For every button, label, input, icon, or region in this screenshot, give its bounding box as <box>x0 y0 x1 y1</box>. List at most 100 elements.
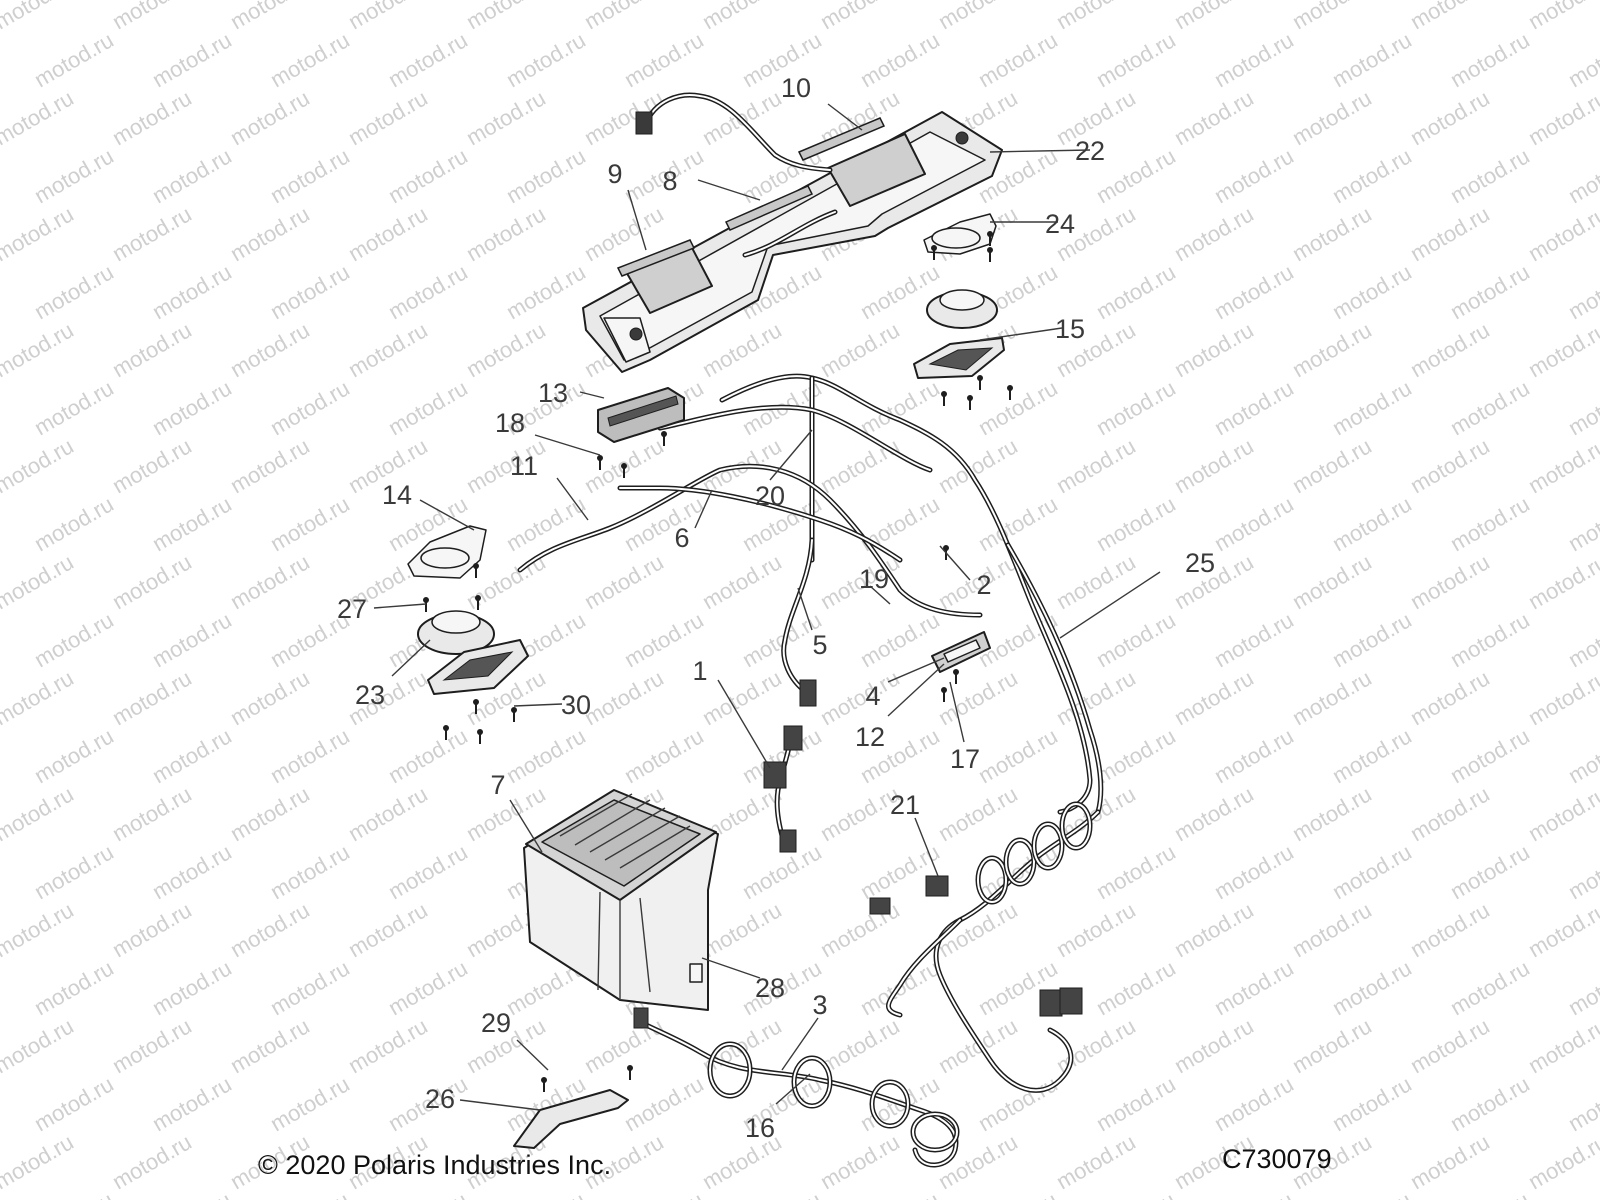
watermark-text: motod.ru <box>580 1013 668 1078</box>
watermark-text: motod.ru <box>738 1187 826 1200</box>
watermark-text: motod.ru <box>1406 0 1494 34</box>
watermark-text: motod.ru <box>1052 433 1140 498</box>
watermark-text: motod.ru <box>1288 549 1376 614</box>
callout-23: 23 <box>355 680 385 710</box>
callout-16: 16 <box>745 1113 775 1143</box>
watermark-text: motod.ru <box>1564 259 1600 324</box>
watermark-text: motod.ru <box>1564 375 1600 440</box>
callout-21: 21 <box>890 790 920 820</box>
latch-28 <box>689 963 703 983</box>
screw-head-icon <box>1007 385 1013 391</box>
watermark-text: motod.ru <box>108 433 196 498</box>
watermark-text: motod.ru <box>1328 259 1416 324</box>
watermark-text: motod.ru <box>1092 1071 1180 1136</box>
watermark-text: motod.ru <box>1092 607 1180 672</box>
callout-19: 19 <box>859 564 889 594</box>
screw-head-icon <box>967 395 973 401</box>
watermark-text: motod.ru <box>1446 27 1534 92</box>
callout-15: 15 <box>1055 314 1085 344</box>
watermark-text: motod.ru <box>1210 27 1298 92</box>
screws <box>423 231 1013 1092</box>
watermark-text: motod.ru <box>384 27 472 92</box>
watermark-text: motod.ru <box>502 491 590 556</box>
watermark-text: motod.ru <box>384 723 472 788</box>
watermark-text: motod.ru <box>1524 433 1600 498</box>
watermark-text: motod.ru <box>1092 375 1180 440</box>
callout-14: 14 <box>382 480 412 510</box>
watermark-text: motod.ru <box>1052 1129 1140 1194</box>
screw-head-icon <box>987 231 993 237</box>
watermark-text: motod.ru <box>1052 0 1140 34</box>
watermark-text: motod.ru <box>226 665 314 730</box>
watermark-text: motod.ru <box>1288 201 1376 266</box>
watermark-text: motod.ru <box>974 723 1062 788</box>
watermark-text: motod.ru <box>266 143 354 208</box>
callout-6: 6 <box>674 523 689 553</box>
trim-strip-8 <box>724 185 814 231</box>
watermark-text: motod.ru <box>1170 665 1258 730</box>
watermark-text: motod.ru <box>1210 1187 1298 1200</box>
watermark-text: motod.ru <box>148 259 236 324</box>
watermark-text: motod.ru <box>698 0 786 34</box>
screw-head-icon <box>511 707 517 713</box>
watermark-text: motod.ru <box>148 607 236 672</box>
watermark-text: motod.ru <box>344 201 432 266</box>
watermark-text: motod.ru <box>1564 491 1600 556</box>
watermark-text: motod.ru <box>620 27 708 92</box>
watermark-text: motod.ru <box>226 549 314 614</box>
watermark-text: motod.ru <box>1288 665 1376 730</box>
watermark-text: motod.ru <box>816 665 904 730</box>
watermark-text: motod.ru <box>1170 85 1258 150</box>
watermark-text: motod.ru <box>1406 201 1494 266</box>
callout-18: 18 <box>495 408 525 438</box>
watermark-text: motod.ru <box>1446 259 1534 324</box>
watermark-text: motod.ru <box>266 723 354 788</box>
watermark-text: motod.ru <box>1092 259 1180 324</box>
callout-1: 1 <box>692 656 707 686</box>
watermark-text: motod.ru <box>462 85 550 150</box>
watermark-text: motod.ru <box>1446 955 1534 1020</box>
screw-head-icon <box>473 563 479 569</box>
watermark-text: motod.ru <box>1170 317 1258 382</box>
watermark-text: motod.ru <box>148 375 236 440</box>
watermark-text: motod.ru <box>0 897 78 962</box>
callout-22: 22 <box>1075 136 1105 166</box>
module-13 <box>597 387 685 443</box>
trim-strip-9 <box>616 239 696 277</box>
watermark-text: motod.ru <box>266 955 354 1020</box>
callout-13: 13 <box>538 378 568 408</box>
callout-5: 5 <box>812 630 827 660</box>
watermark-text: motod.ru <box>620 1071 708 1136</box>
callout-25: 25 <box>1185 548 1215 578</box>
screw-head-icon <box>597 455 603 461</box>
watermark-text: motod.ru <box>108 781 196 846</box>
watermark-text: motod.ru <box>1288 781 1376 846</box>
watermark-text: motod.ru <box>1052 665 1140 730</box>
watermark-text: motod.ru <box>226 1013 314 1078</box>
watermark-text: motod.ru <box>1170 781 1258 846</box>
watermark-text: motod.ru <box>974 1071 1062 1136</box>
watermark-text: motod.ru <box>344 85 432 150</box>
watermark-text: motod.ru <box>266 839 354 904</box>
watermark-text: motod.ru <box>226 781 314 846</box>
watermark-text: motod.ru <box>462 201 550 266</box>
screw-head-icon <box>931 245 937 251</box>
screw-head-icon <box>627 1065 633 1071</box>
watermark-text: motod.ru <box>1288 897 1376 962</box>
watermark-text: motod.ru <box>108 897 196 962</box>
watermark-text: motod.ru <box>384 839 472 904</box>
watermark-text: motod.ru <box>1210 955 1298 1020</box>
watermark-text: motod.ru <box>1524 317 1600 382</box>
callout-2: 2 <box>976 570 991 600</box>
watermark-text: motod.ru <box>108 1013 196 1078</box>
screw-head-icon <box>987 247 993 253</box>
watermark-text: motod.ru <box>580 0 668 34</box>
callout-11: 11 <box>510 451 538 481</box>
callout-8: 8 <box>662 166 677 196</box>
watermark-text: motod.ru <box>856 607 944 672</box>
watermark-text: motod.ru <box>1564 723 1600 788</box>
watermark-text: motod.ru <box>1328 955 1416 1020</box>
watermark-text: motod.ru <box>1564 1071 1600 1136</box>
